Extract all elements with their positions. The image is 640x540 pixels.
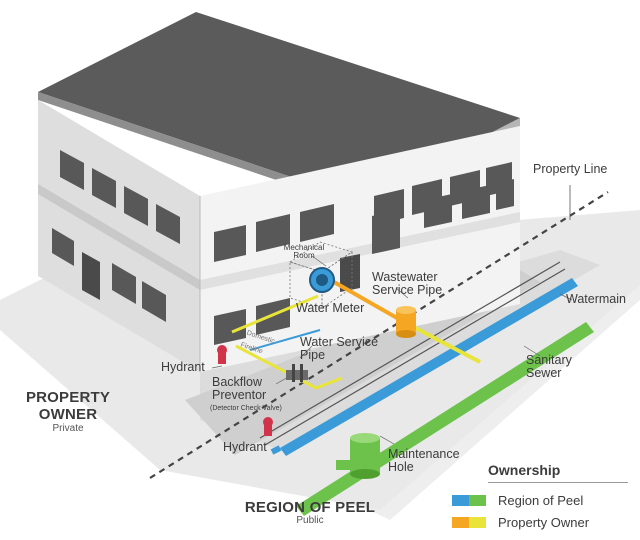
label-wastewater-service-pipe: Wastewater Service Pipe [372, 270, 443, 298]
wastewater-pipe-orange [333, 280, 405, 324]
door-left [82, 252, 100, 300]
legend-item-owner: Property Owner [452, 511, 632, 533]
inspection-chamber-orange [396, 306, 416, 338]
watermain-pipe [280, 278, 578, 456]
legend-swatch-region-blue [452, 494, 469, 506]
domestic-blue [249, 329, 321, 351]
zone-region-title: REGION OF PEEL [244, 499, 376, 516]
windows-right-lower [214, 179, 514, 345]
street-line-2 [264, 268, 566, 446]
water-service-yellow [231, 294, 319, 334]
street-line-1 [259, 261, 561, 439]
fireline-yellow [235, 344, 343, 390]
label-mechanical-room: Mechanical Room [283, 243, 325, 261]
label-watermain: Watermain [566, 292, 626, 306]
water-service-blue [270, 445, 282, 455]
leader-lines [211, 255, 573, 445]
floor-band-right [200, 212, 520, 290]
legend-swatch-region-green [469, 494, 486, 506]
legend-swatch-owner-orange [452, 516, 469, 528]
legend-swatch-owner-yellow [469, 516, 486, 528]
mechanical-room-box [289, 241, 353, 309]
hydrant-lower-icon [263, 417, 273, 436]
label-detector-check-valve: (Detector Check Valve) [210, 405, 282, 412]
zone-property-owner: PROPERTY OWNER Private [18, 389, 118, 434]
label-maintenance-hole: Maintenance Hole [388, 447, 460, 475]
windows-left-lower [52, 228, 166, 322]
ownership-legend: Ownership Region of Peel Property Owner [452, 462, 632, 533]
wastewater-pipe-yellow [403, 320, 481, 364]
zone-property-owner-sub: Private [52, 422, 84, 434]
label-water-service-pipe: Water Service Pipe [300, 335, 379, 363]
label-hydrant-upper: Hydrant [161, 360, 205, 374]
property-line [149, 191, 609, 479]
legend-divider [488, 482, 628, 483]
maintenance-hole-green [336, 433, 380, 479]
label-sanitary-sewer: Sanitary Sewer [526, 353, 572, 381]
legend-item-region: Region of Peel [452, 489, 632, 511]
label-backflow-preventer: Backflow Preventor [212, 375, 267, 403]
door-right [340, 254, 360, 292]
label-water-meter: Water Meter [296, 301, 365, 315]
zone-region-of-peel: REGION OF PEEL Public [240, 500, 380, 526]
legend-label-owner: Property Owner [498, 514, 590, 530]
floor-band-left [38, 184, 200, 290]
label-property-line: Property Line [533, 162, 608, 176]
zone-property-owner-title: PROPERTY OWNER [25, 389, 111, 424]
legend-label-region: Region of Peel [498, 492, 584, 508]
legend-title: Ownership [488, 462, 561, 478]
zone-region-sub: Public [296, 514, 324, 526]
windows-left-upper [60, 150, 180, 244]
label-hydrant-lower: Hydrant [223, 440, 267, 454]
backflow-preventer [286, 364, 308, 382]
hydrant-upper-icon [217, 345, 227, 364]
water-meter-icon [309, 267, 335, 293]
